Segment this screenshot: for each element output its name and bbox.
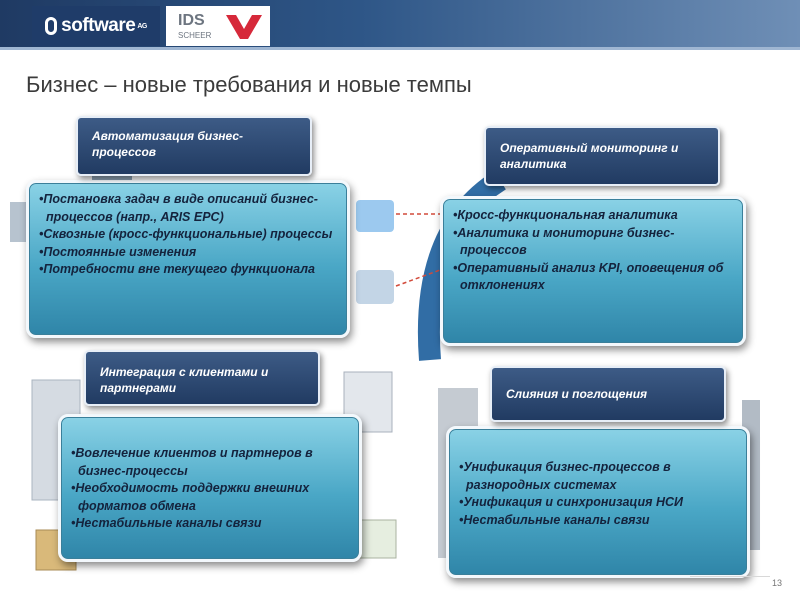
ids-scheer-mark-icon [226,15,262,39]
card-1-list: Постановка задач в виде описаний бизнес-… [39,191,337,279]
card-1-item: Постоянные изменения [39,244,337,262]
ids-scheer-logo: IDS SCHEER [166,6,270,46]
card-3-list: Вовлечение клиентов и партнеров в бизнес… [71,445,349,533]
card-4-item: Унификация и синхронизация НСИ [459,494,737,512]
card-business-process-automation: Постановка задач в виде описаний бизнес-… [26,180,350,338]
card-4-item: Унификация бизнес-процессов в разнородны… [459,459,737,494]
scheer-wordmark: SCHEER [178,31,212,40]
card-4-list: Унификация бизнес-процессов в разнородны… [459,459,737,529]
card-2-list: Кросс-функциональная аналитика Аналитика… [453,207,733,295]
card-1-item: Потребности вне текущего функционала [39,261,337,279]
footer-divider [690,576,770,577]
card-2-item: Аналитика и мониторинг бизнес-процессов [453,225,733,260]
card-4-item: Нестабильные каналы связи [459,512,737,530]
card-mergers-acquisitions: Унификация бизнес-процессов в разнородны… [446,426,750,578]
slide-title: Бизнес – новые требования и новые темпы [26,72,472,97]
label-customer-integration: Интеграция с клиентами и партнерами [84,350,320,406]
header-stripe [0,47,800,50]
header-bar: software AG IDS SCHEER [0,0,800,50]
card-3-item: Нестабильные каналы связи [71,515,349,533]
software-ag-wordmark: software [61,15,136,36]
ids-wordmark: IDS [178,12,205,29]
label-operational-monitoring: Оперативный мониторинг и аналитика [484,126,720,186]
software-ag-logo: software AG [32,6,160,46]
card-1-item: Сквозные (кросс-функциональные) процессы [39,226,337,244]
label-mergers-acquisitions: Слияния и поглощения [490,366,726,422]
card-2-item: Оперативный анализ KPI, оповещения об от… [453,260,733,295]
label-business-process-automation: Автоматизация бизнес-процессов [76,116,312,176]
software-ag-suffix: AG [137,22,147,30]
card-operational-monitoring: Кросс-функциональная аналитика Аналитика… [440,196,746,346]
card-1-item: Постановка задач в виде описаний бизнес-… [39,191,337,226]
card-customer-integration: Вовлечение клиентов и партнеров в бизнес… [58,414,362,562]
software-ag-mark-icon [45,17,58,35]
page-number: 13 [772,578,783,588]
card-3-item: Необходимость поддержки внешних форматов… [71,480,349,515]
card-3-item: Вовлечение клиентов и партнеров в бизнес… [71,445,349,480]
card-2-item: Кросс-функциональная аналитика [453,207,733,225]
